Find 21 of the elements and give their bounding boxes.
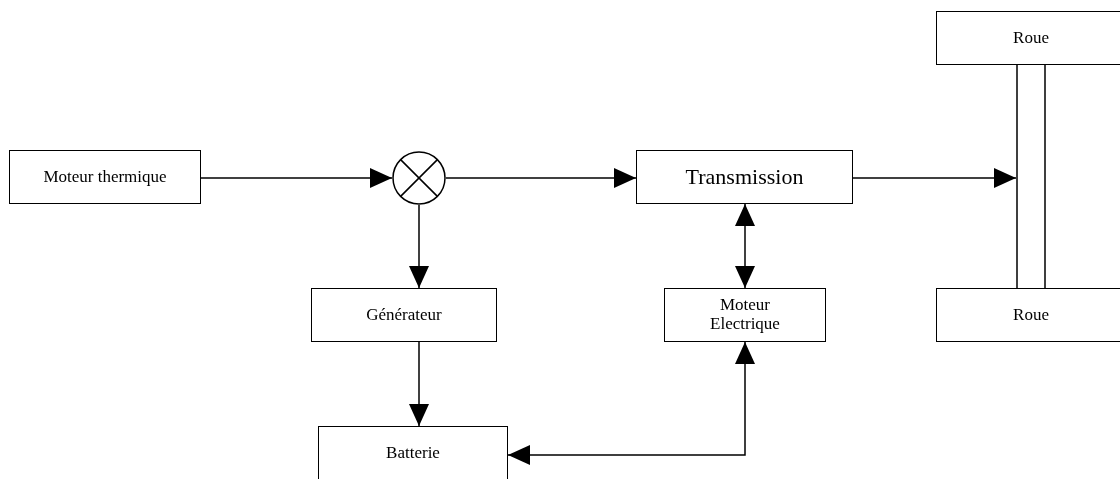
process-box [9, 150, 201, 204]
process-box [936, 11, 1120, 65]
process-box [318, 426, 508, 479]
box-label: Transmission [685, 164, 804, 190]
box-label: Batterie [386, 443, 440, 463]
process-box [311, 288, 497, 342]
box-label: Moteur thermique [43, 167, 167, 187]
arrow [507, 341, 755, 465]
process-box [636, 150, 853, 204]
box-label: Moteur Electrique [709, 296, 781, 334]
arrow [200, 168, 393, 188]
arrow [409, 204, 429, 289]
process-box [936, 288, 1120, 342]
arrow [445, 168, 637, 188]
box-label: Roue [1013, 305, 1049, 325]
arrow [409, 341, 429, 427]
box-label: Roue [1013, 28, 1049, 48]
box-label: Générateur [366, 305, 442, 325]
process-box [664, 288, 826, 342]
arrow [735, 203, 755, 289]
arrow [852, 168, 1017, 188]
